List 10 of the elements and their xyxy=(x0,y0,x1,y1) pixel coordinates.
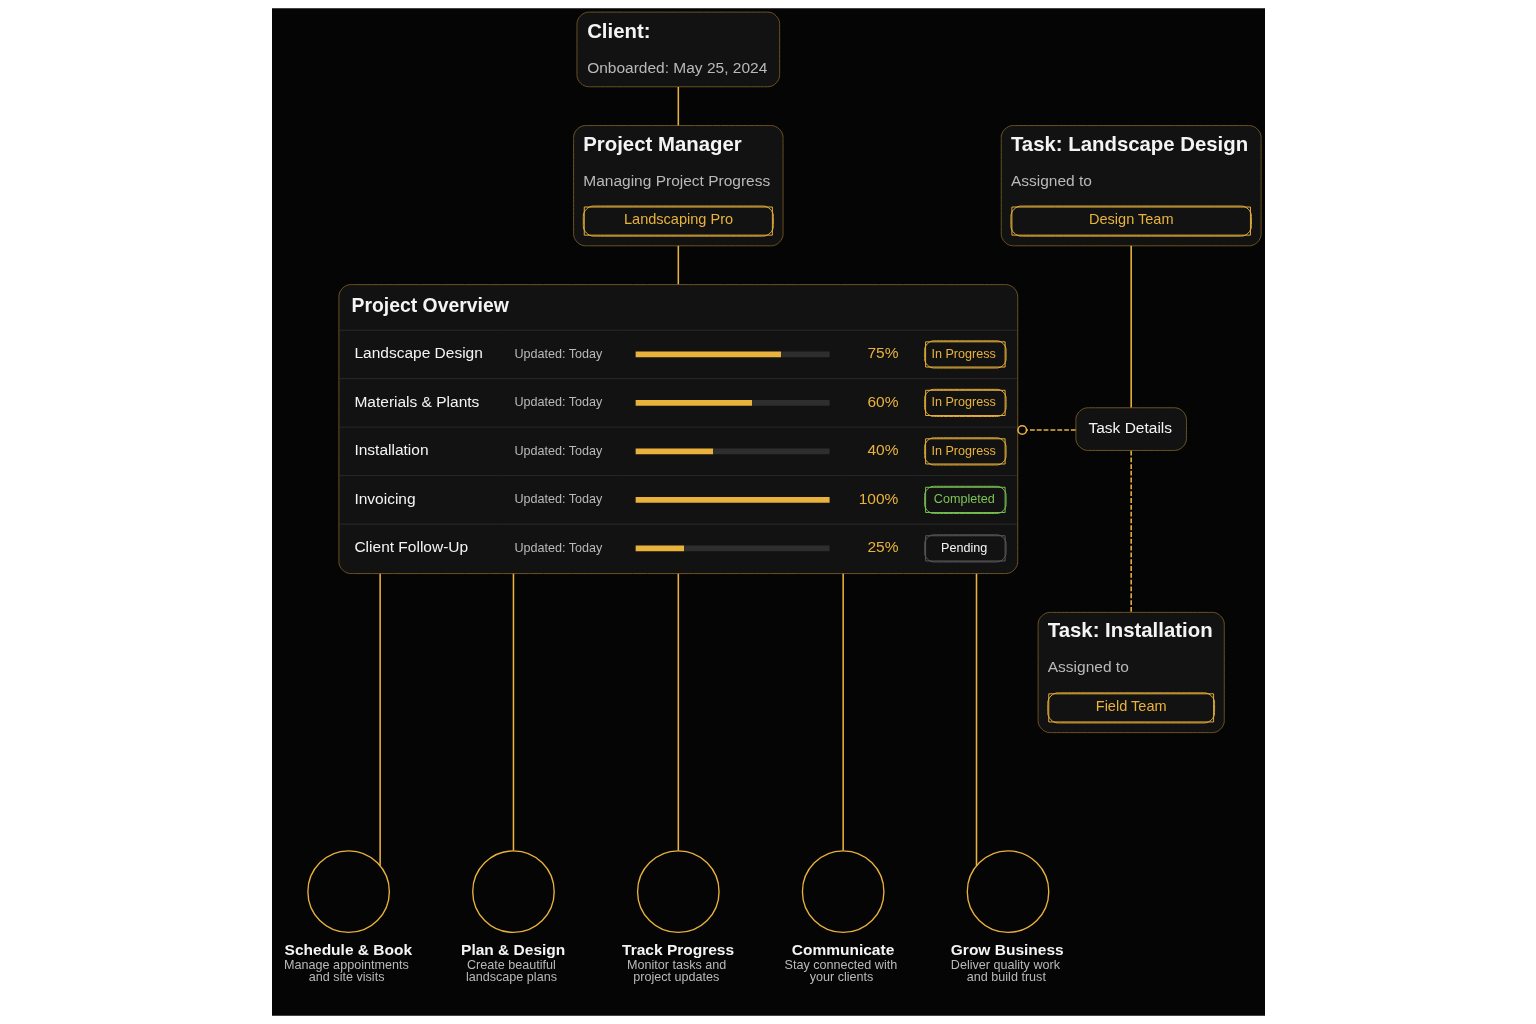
node-label: Grow Business xyxy=(950,941,1064,959)
node-label: Create beautiful landscape plans xyxy=(465,957,557,985)
node-label: Stay connected with your clients xyxy=(784,957,897,985)
node-label: Deliver quality work and build trust xyxy=(950,957,1060,985)
node-label: Communicate xyxy=(791,941,894,959)
node-label: Plan & Design xyxy=(460,941,565,959)
node-label: Manage appointments and site visits xyxy=(283,957,409,985)
node-label: Schedule & Book xyxy=(284,941,412,959)
node-label: Track Progress xyxy=(621,941,734,959)
node-label: Monitor tasks and project updates xyxy=(626,957,726,985)
